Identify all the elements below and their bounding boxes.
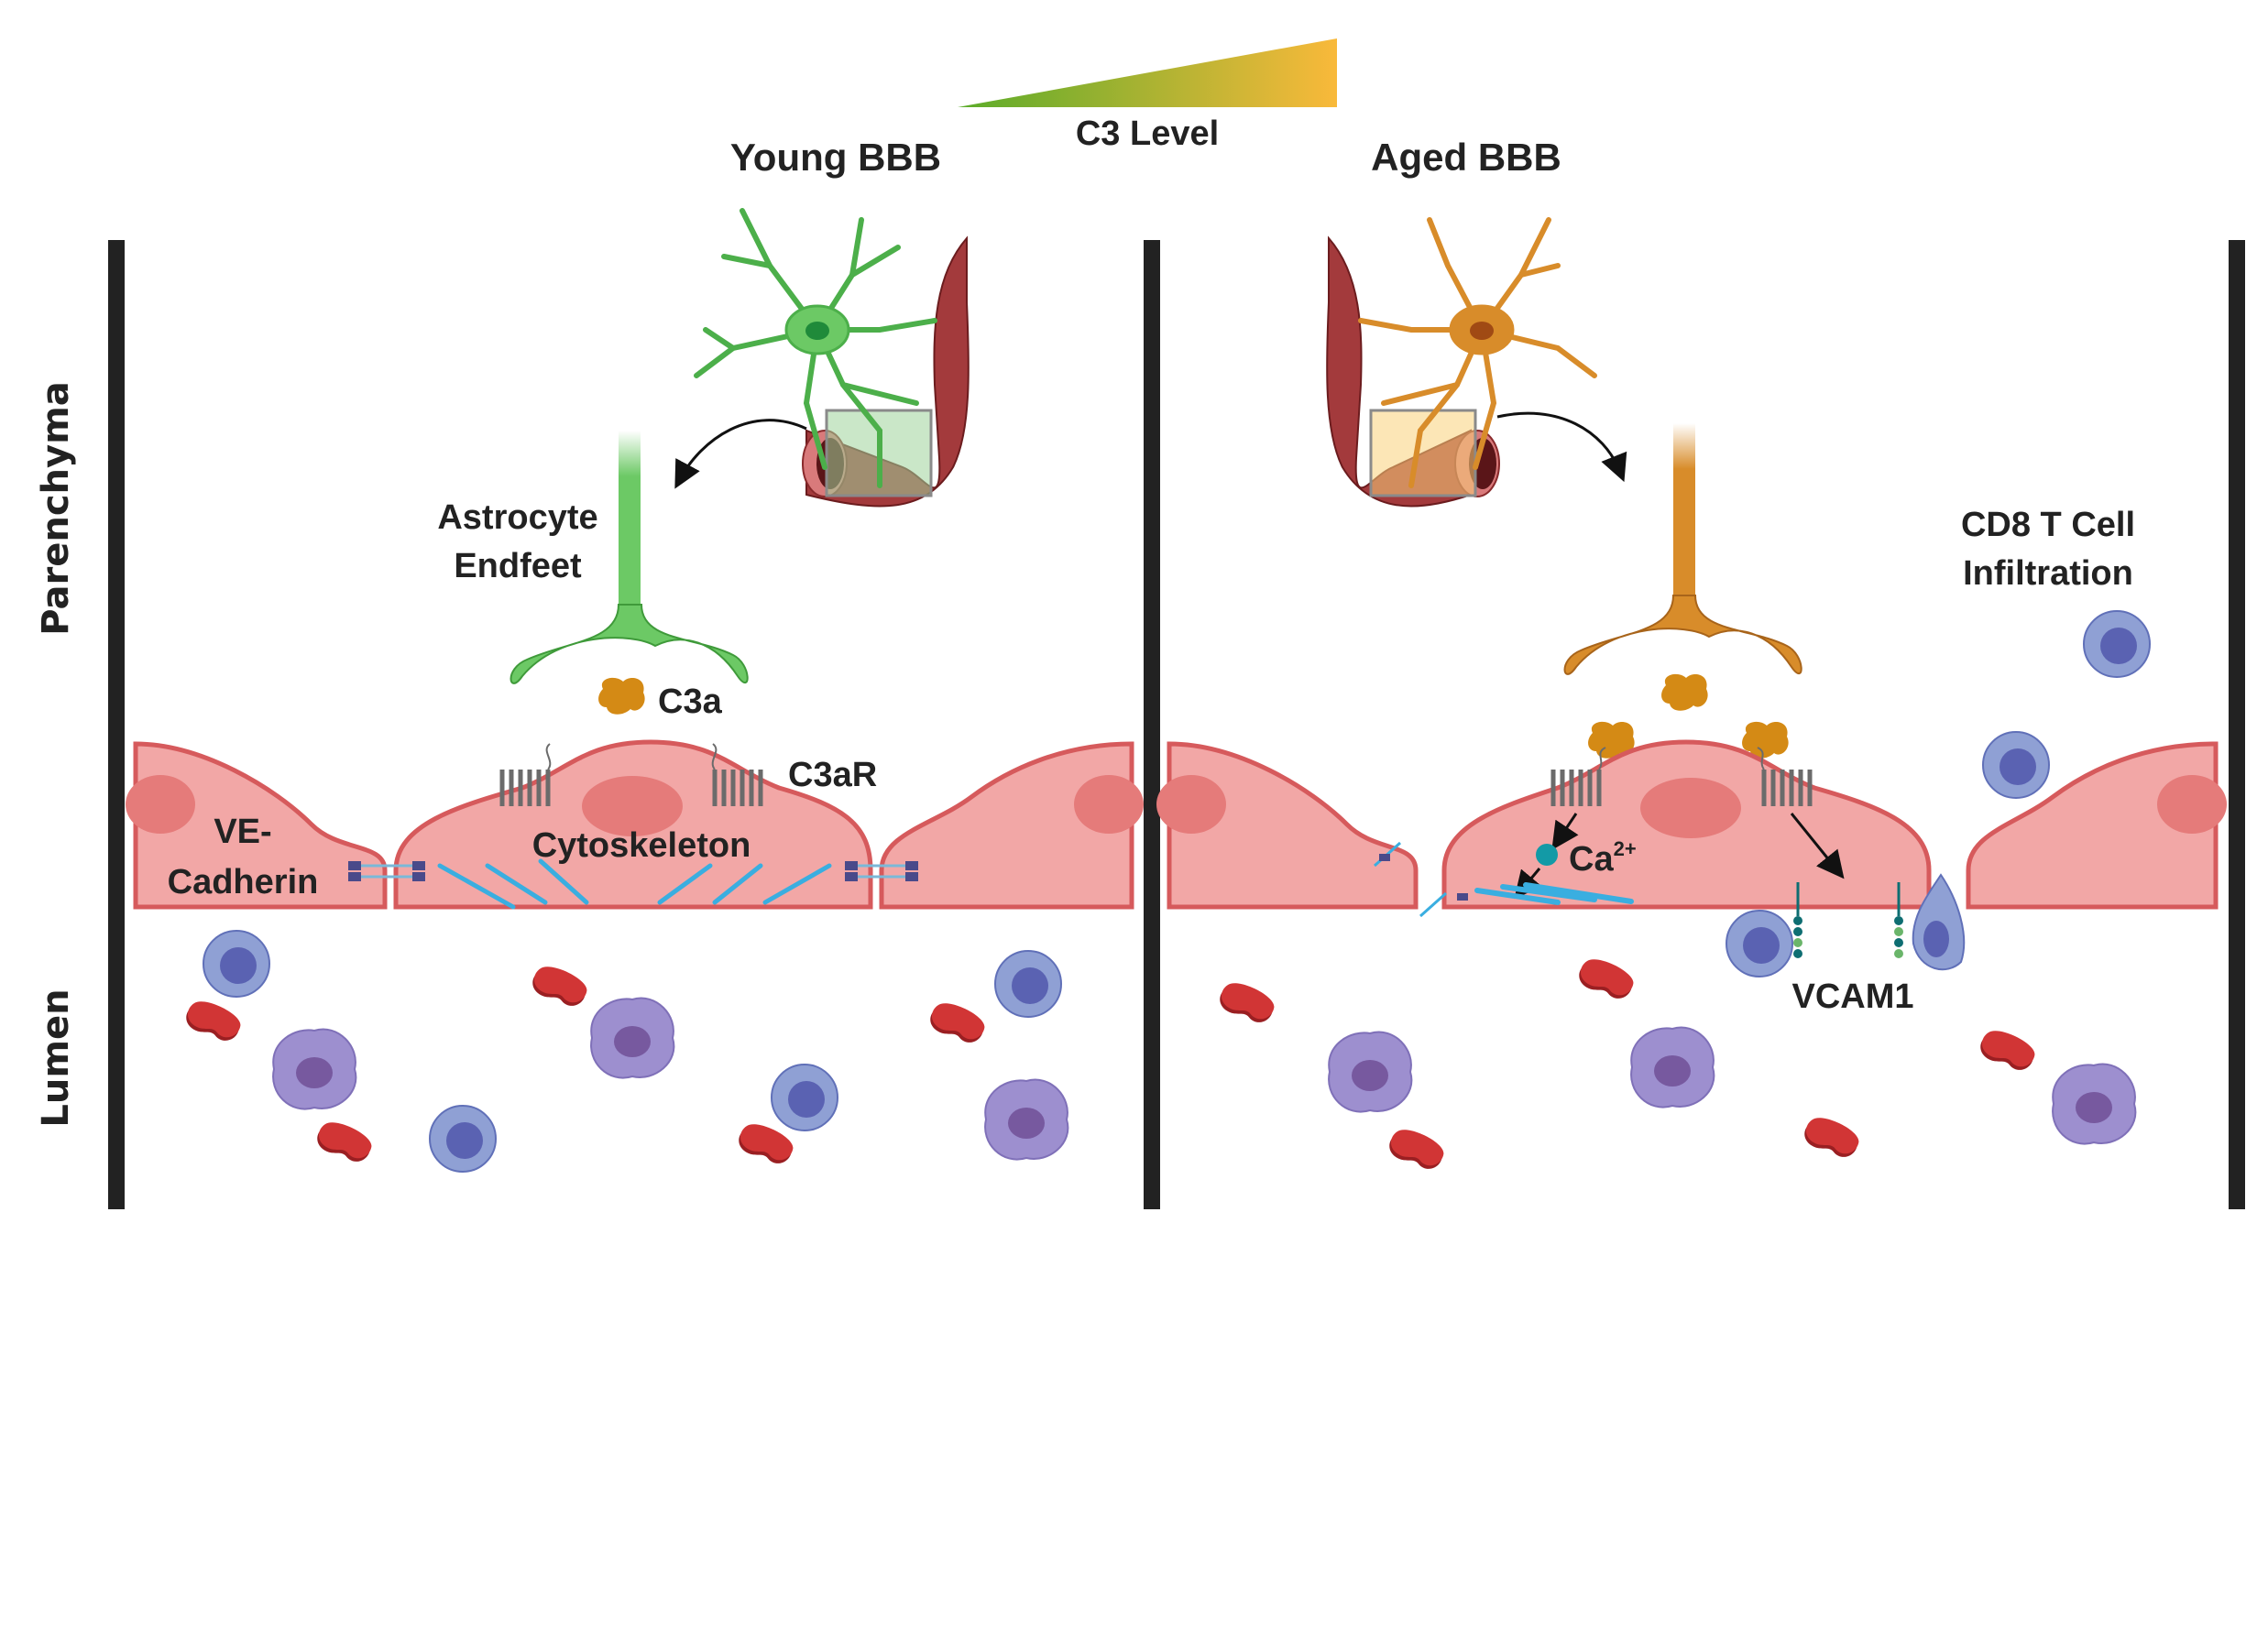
c3-level-label: C3 Level	[1076, 115, 1219, 153]
aged-signal-arrow-3	[1790, 813, 1845, 879]
aged-astrocyte	[1358, 217, 1597, 488]
red-blood-cell	[1980, 1031, 2035, 1070]
ve-cadherin-label-2: Cadherin	[168, 863, 319, 901]
red-blood-cell	[317, 1122, 372, 1162]
red-blood-cell	[930, 1003, 985, 1043]
aged-broken-junction	[1374, 841, 1468, 918]
tcell	[203, 930, 270, 998]
tcell-infiltrated	[1982, 731, 2050, 799]
calcium-ion	[1536, 844, 1558, 866]
red-blood-cell	[532, 966, 587, 1006]
young-endothelial-cell-left	[133, 741, 388, 910]
young-c3a-molecule	[598, 677, 645, 715]
lumen-label: Lumen	[35, 988, 77, 1127]
aged-c3ar-receptor-2	[1757, 747, 1813, 806]
aged-c3a-molecule-free	[1661, 673, 1708, 711]
c3-gradient-wedge	[958, 38, 1337, 107]
young-bbb-title: Young BBB	[730, 136, 941, 179]
vcam1-molecule-1	[1793, 882, 1802, 958]
aged-c3ar-receptor-1	[1550, 747, 1606, 806]
red-blood-cell	[1579, 959, 1634, 999]
tcell	[994, 950, 1062, 1018]
monocyte	[2052, 1063, 2137, 1145]
divider-right	[2229, 240, 2245, 1209]
young-ve-cadherin-junction-left	[348, 861, 425, 881]
aged-endothelial-cell-left	[1167, 741, 1419, 910]
cytoskeleton-label: Cytoskeleton	[532, 826, 751, 865]
aged-bbb-title: Aged BBB	[1371, 136, 1561, 179]
vcam1-molecule-2	[1894, 882, 1903, 958]
monocyte	[1328, 1031, 1413, 1113]
monocyte	[272, 1028, 357, 1110]
astrocyte-endfeet-label-2: Endfeet	[454, 547, 582, 585]
c3a-label: C3a	[658, 683, 723, 721]
tcell-adhered	[1726, 910, 1793, 977]
aged-signal-arrow-1	[1551, 813, 1579, 850]
c3ar-label: C3aR	[788, 756, 877, 794]
young-c3ar-receptor-1	[499, 743, 552, 806]
c3-level-gradient: C3 Level	[958, 38, 1337, 153]
cd8-tcell-label-1: CD8 T Cell	[1961, 506, 2135, 544]
young-zoom-arrow	[674, 419, 807, 489]
aged-c3a-molecule-bound-1	[1588, 721, 1635, 759]
monocyte	[1630, 1026, 1715, 1108]
monocyte	[590, 997, 675, 1079]
aged-blood-vessel	[1326, 235, 1500, 508]
red-blood-cell	[1389, 1130, 1444, 1169]
aged-cytoskeleton	[1474, 882, 1634, 905]
parenchyma-label: Parenchyma	[35, 381, 77, 636]
blood-cells-layer	[186, 610, 2151, 1173]
red-blood-cell	[1804, 1118, 1859, 1157]
young-cytoskeleton	[437, 858, 832, 910]
tcell-infiltrated	[2083, 610, 2151, 678]
cd8-tcell-label-2: Infiltration	[1963, 554, 2133, 593]
young-ve-cadherin-junction-right	[845, 861, 918, 881]
young-c3ar-receptor-2	[711, 743, 763, 806]
tcell-transmigrating	[1912, 873, 1966, 971]
young-panel: Astrocyte Endfeet C3a C3aR	[126, 208, 1144, 910]
divider-left	[108, 240, 125, 1209]
astrocyte-endfeet-label-1: Astrocyte	[437, 498, 597, 537]
young-astrocyte	[694, 208, 937, 488]
calcium-label: Ca2+	[1569, 837, 1637, 879]
aged-panel: Ca2+ VCAM1 CD8 T Cell Infiltration	[1156, 217, 2227, 1016]
young-blood-vessel	[802, 235, 970, 508]
divider-middle	[1144, 240, 1160, 1209]
aged-endothelium	[1156, 739, 2227, 910]
ve-cadherin-label-1: VE-	[214, 813, 271, 851]
red-blood-cell	[186, 1001, 241, 1041]
aged-zoom-arrow	[1496, 411, 1627, 483]
young-astrocyte-endfoot	[509, 431, 749, 684]
aged-endothelial-cell-right	[1966, 741, 2219, 910]
young-endothelial-cell-right	[879, 741, 1134, 910]
monocyte	[984, 1078, 1069, 1161]
tcell	[429, 1105, 497, 1173]
red-blood-cell	[1220, 983, 1275, 1022]
red-blood-cell	[739, 1124, 794, 1163]
tcell	[771, 1064, 838, 1131]
aged-astrocyte-endfoot	[1563, 423, 1802, 675]
vcam1-label: VCAM1	[1791, 977, 1913, 1016]
aged-c3a-molecule-bound-2	[1742, 721, 1789, 759]
